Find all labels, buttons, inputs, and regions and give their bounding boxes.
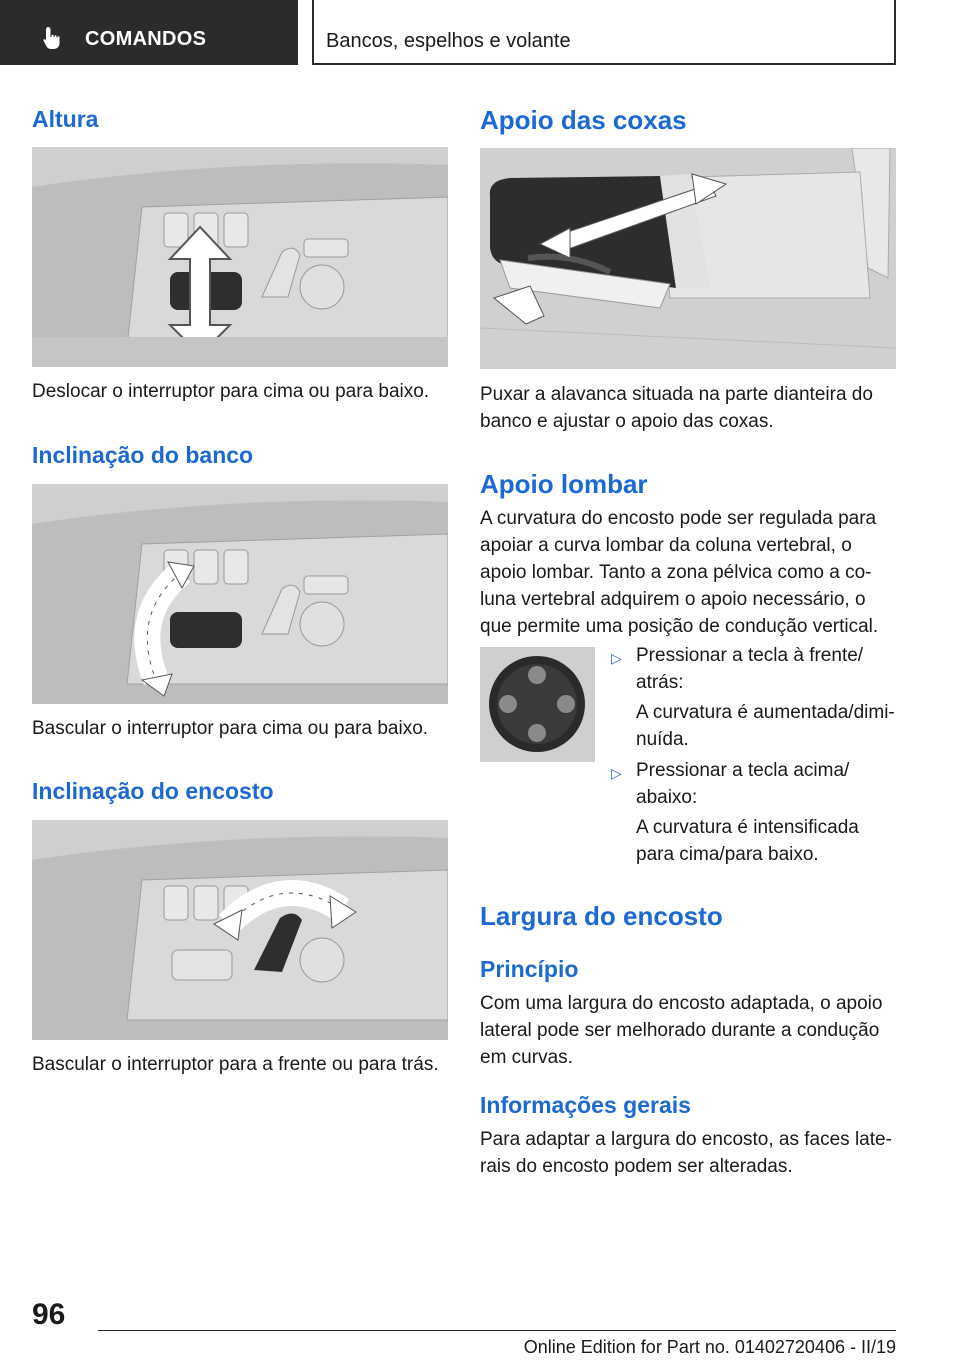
heading-principio: Princípio bbox=[480, 956, 579, 982]
caption-apoio-coxas-line1: Puxar a alavanca situada na parte diante… bbox=[480, 384, 873, 405]
informacoes-line1: Para adaptar a largura do encosto, as fa… bbox=[480, 1129, 892, 1150]
bullet-1-detail-line1: A curvatura é aumentada/dimi- bbox=[636, 702, 895, 723]
apoio-lombar-line2: apoiar a curva lombar da coluna vertebra… bbox=[480, 535, 852, 556]
bullet-1-label-line2: atrás: bbox=[636, 672, 684, 693]
thigh-support-illustration bbox=[480, 148, 896, 369]
heading-inclinacao-banco: Inclinação do banco bbox=[32, 442, 254, 468]
lumbar-four-way-button-illustration bbox=[480, 647, 595, 762]
hand-pointer-icon bbox=[43, 27, 60, 49]
apoio-lombar-line5: que permite uma posição de condução vert… bbox=[480, 616, 879, 637]
informacoes-line2: rais do encosto podem ser alteradas. bbox=[480, 1156, 793, 1177]
heading-apoio-lombar: Apoio lombar bbox=[480, 469, 648, 499]
bullet-2-label-line1: Pressionar a tecla acima/ bbox=[636, 760, 850, 781]
heading-altura: Altura bbox=[32, 106, 99, 132]
footer-edition: Online Edition for Part no. 01402720406 … bbox=[523, 1337, 896, 1357]
bullet-2-detail-line1: A curvatura é intensificada bbox=[636, 817, 859, 838]
section-title: Bancos, espelhos e volante bbox=[326, 30, 571, 52]
header-divider bbox=[312, 0, 314, 65]
bullet-1-detail-line2: nuída. bbox=[636, 729, 689, 750]
principio-line2: lateral pode ser melhorado durante a con… bbox=[480, 1020, 880, 1041]
bullet-2-detail-line2: para cima/para baixo. bbox=[636, 844, 819, 865]
chapter-tab-label: COMANDOS bbox=[85, 28, 207, 50]
principio-line3: em curvas. bbox=[480, 1047, 573, 1068]
apoio-lombar-line4: luna vertebral adquirem o apoio necessár… bbox=[480, 589, 866, 610]
page-number: 96 bbox=[32, 1298, 66, 1331]
bullet-marker-1: ▷ bbox=[611, 650, 622, 666]
chapter-tab[interactable]: COMANDOS bbox=[0, 0, 298, 65]
section-header: Bancos, espelhos e volante bbox=[312, 0, 896, 65]
bullet-marker-2: ▷ bbox=[611, 765, 622, 781]
heading-inclinacao-encosto: Inclinação do encosto bbox=[32, 778, 274, 804]
bullet-1-label-line1: Pressionar a tecla à frente/ bbox=[636, 645, 864, 666]
apoio-lombar-line3: apoio lombar. Tanto a zona pélvica como … bbox=[480, 562, 872, 583]
caption-altura: Deslocar o interruptor para cima ou para… bbox=[32, 381, 430, 402]
principio-line1: Com uma largura do encosto adaptada, o a… bbox=[480, 993, 883, 1014]
heading-largura-encosto: Largura do encosto bbox=[480, 901, 723, 931]
backrest-tilt-switch-illustration bbox=[32, 820, 448, 1040]
seat-height-switch-illustration bbox=[32, 147, 448, 367]
footer-divider bbox=[98, 1330, 896, 1331]
caption-apoio-coxas-line2: banco e ajustar o apoio das coxas. bbox=[480, 411, 774, 432]
seat-tilt-switch-illustration bbox=[32, 484, 448, 704]
heading-apoio-coxas: Apoio das coxas bbox=[480, 105, 687, 135]
heading-informacoes-gerais: Informações gerais bbox=[480, 1092, 691, 1118]
apoio-lombar-line1: A curvatura do encosto pode ser regulada… bbox=[480, 508, 877, 529]
bullet-2-label-line2: abaixo: bbox=[636, 787, 698, 808]
caption-inclinacao-banco: Bascular o interruptor para cima ou para… bbox=[32, 718, 429, 739]
caption-inclinacao-encosto: Bascular o interruptor para a frente ou … bbox=[32, 1054, 439, 1075]
